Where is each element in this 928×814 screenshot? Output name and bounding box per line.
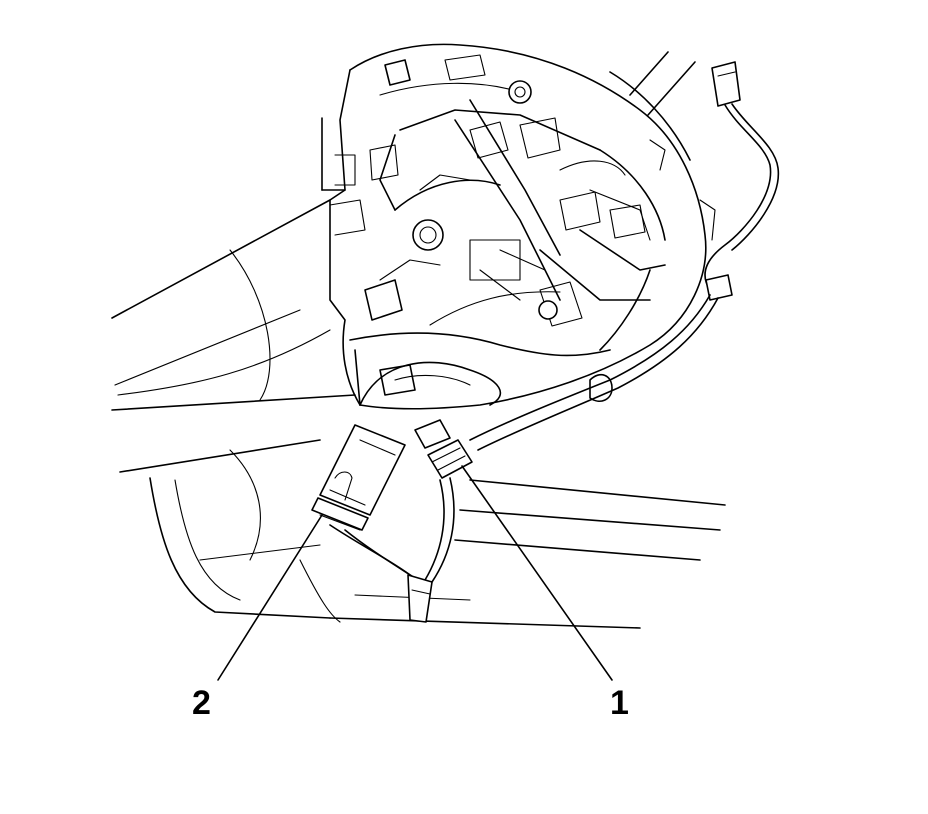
floor-contours [111,199,726,629]
steering-column [609,51,696,161]
callout-1-leader [461,465,613,681]
callout-label-1: 1 [610,684,629,722]
mounting-bolts [379,59,613,402]
pedal-bracket [321,43,716,410]
callout-2-leader [217,514,323,681]
wire-harness [329,477,455,623]
connector-2 [311,424,406,531]
callout-label-2: 2 [192,684,211,722]
lower-bracket-tab [359,361,502,406]
connector-1 [414,419,473,479]
switch-connector-upper [469,61,780,451]
